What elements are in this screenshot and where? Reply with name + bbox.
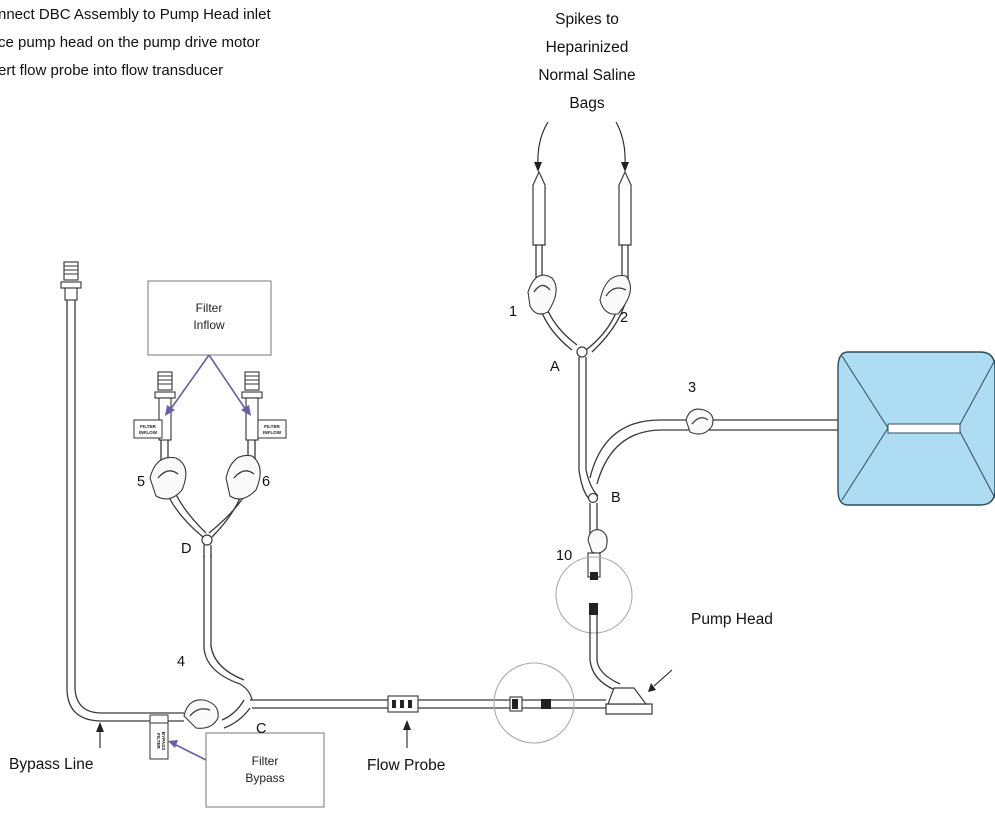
clamp-number-4: 4: [177, 654, 185, 670]
junction-letter-b: B: [611, 490, 621, 506]
spike-left: [532, 170, 546, 246]
bypass-line-arrowhead: [96, 722, 104, 732]
filter-bypass-tag-line-1: FILTER: [156, 733, 161, 749]
tube-d-c-left: [203, 555, 253, 701]
spikes-label-line-1: Spikes to: [555, 11, 619, 28]
clamp-2: [599, 274, 632, 315]
pump-head: [605, 687, 653, 715]
filter-inflow-tag-left-line-1: FILTER: [140, 424, 156, 429]
connector-female: [541, 699, 551, 709]
pump-connector-top: [589, 603, 598, 615]
bypass-line-outer: [66, 300, 184, 722]
junction-letter-c: C: [256, 721, 266, 737]
clamp-1: [527, 274, 557, 315]
pump-head-label: Pump Head: [691, 611, 773, 628]
tube-c-bypass-bottom: [223, 707, 251, 729]
bypass-top-connector: [60, 261, 82, 301]
clamp-3: [685, 408, 714, 435]
filter-inflow-box-line-1: Filter: [196, 301, 223, 315]
clamp-number-1: 1: [509, 304, 517, 320]
connector-male-tip: [512, 699, 518, 709]
tube-c-bypass-top: [221, 699, 245, 721]
spike-arrowhead-right: [621, 162, 629, 172]
instruction-line-2: ce pump head on the pump drive motor: [0, 34, 260, 51]
bypass-line-label: Bypass Line: [9, 756, 93, 773]
filter-bypass-tag-line-2: BYPASS: [161, 732, 166, 751]
clamp-number-3: 3: [688, 380, 696, 396]
spike-arrow-right: [615, 121, 626, 165]
filter-inflow-box-line-2: Inflow: [193, 318, 225, 332]
spike-arrowhead-left: [534, 162, 542, 172]
spike-right: [618, 170, 632, 246]
filter-inflow-box: [147, 280, 272, 356]
pump-head-arrowhead: [648, 683, 656, 692]
filter-bypass-pointer-head: [168, 740, 178, 748]
clamp-number-5: 5: [137, 474, 145, 490]
flow-probe-label: Flow Probe: [367, 757, 445, 774]
filter-bypass-box-line-1: Filter: [252, 754, 279, 768]
clamp-number-6: 6: [262, 474, 270, 490]
clamp-5: [149, 456, 187, 500]
flow-probe: [387, 695, 419, 713]
filter-bypass-box: [205, 732, 325, 808]
filter-inflow-pointer-right: [208, 354, 247, 411]
filter-inflow-tag-left-line-2: INFLOW: [139, 430, 158, 435]
filter-inflow-pointer-left-head: [165, 405, 175, 416]
junction-d-connector: [201, 534, 213, 546]
clamp-numbers: 1 2 3 4 5 6 10: [137, 304, 696, 670]
tube-to-bag-top: [589, 419, 850, 479]
filter-inflow-tag-right-line-2: INFLOW: [263, 430, 282, 435]
bypass-line-inner: [74, 300, 184, 714]
filter-bypass-callout: Filter Bypass: [168, 732, 325, 808]
junction-a-connector: [576, 346, 588, 358]
tube-d-c-right: [210, 555, 245, 681]
junction-letter-a: A: [550, 359, 560, 375]
filter-inflow-pointer-left: [169, 354, 210, 411]
trunk-b-right: [585, 469, 599, 497]
flow-probe-arrowhead: [403, 720, 411, 730]
clamp-6: [225, 454, 261, 500]
pump-head-arrow: [653, 669, 673, 687]
filter-inflow-tag-right: FILTER INFLOW: [257, 419, 287, 439]
spikes-label-line-4: Bags: [569, 95, 605, 112]
clamp-4: [183, 699, 219, 729]
spikes-label-line-2: Heparinized: [546, 39, 629, 56]
pump-connection-circle: [555, 556, 633, 634]
instruction-line-3: ert flow probe into flow transducer: [0, 62, 223, 79]
clamp-10: [587, 529, 608, 580]
spike-arrow-left: [537, 121, 549, 165]
tube-to-pump-left: [589, 615, 616, 691]
trunk-b-left: [578, 469, 591, 501]
instruction-line-1: nnect DBC Assembly to Pump Head inlet: [0, 6, 271, 23]
clamp-number-2: 2: [620, 310, 628, 326]
tube-to-pump-right: [596, 615, 621, 685]
spike-arrows: [534, 121, 629, 172]
filter-bypass-pointer: [173, 743, 207, 761]
filter-inflow-pointer-right-head: [241, 405, 251, 416]
clamp-number-10: 10: [556, 548, 572, 564]
junction-b-connector: [587, 492, 599, 504]
spikes-label: Spikes to Heparinized Normal Saline Bags: [538, 11, 635, 112]
filter-inflow-tag-left: FILTER INFLOW: [133, 419, 163, 439]
junction-letters: A B C D: [181, 359, 621, 737]
filter-inflow-tag-right-line-1: FILTER: [264, 424, 280, 429]
filter-bypass-tag: FILTER BYPASS: [149, 714, 169, 760]
instructions: nnect DBC Assembly to Pump Head inlet ce…: [0, 6, 271, 79]
saline-bag: [837, 351, 995, 506]
spikes-label-line-3: Normal Saline: [538, 67, 635, 84]
filter-bypass-box-line-2: Bypass: [245, 771, 284, 785]
main-connection-circle: [493, 662, 575, 744]
junction-letter-d: D: [181, 541, 191, 557]
filter-inflow-connector-right: [241, 371, 263, 441]
filter-inflow-callout: Filter Inflow: [147, 280, 272, 416]
tube-to-bag-bottom: [596, 429, 850, 485]
